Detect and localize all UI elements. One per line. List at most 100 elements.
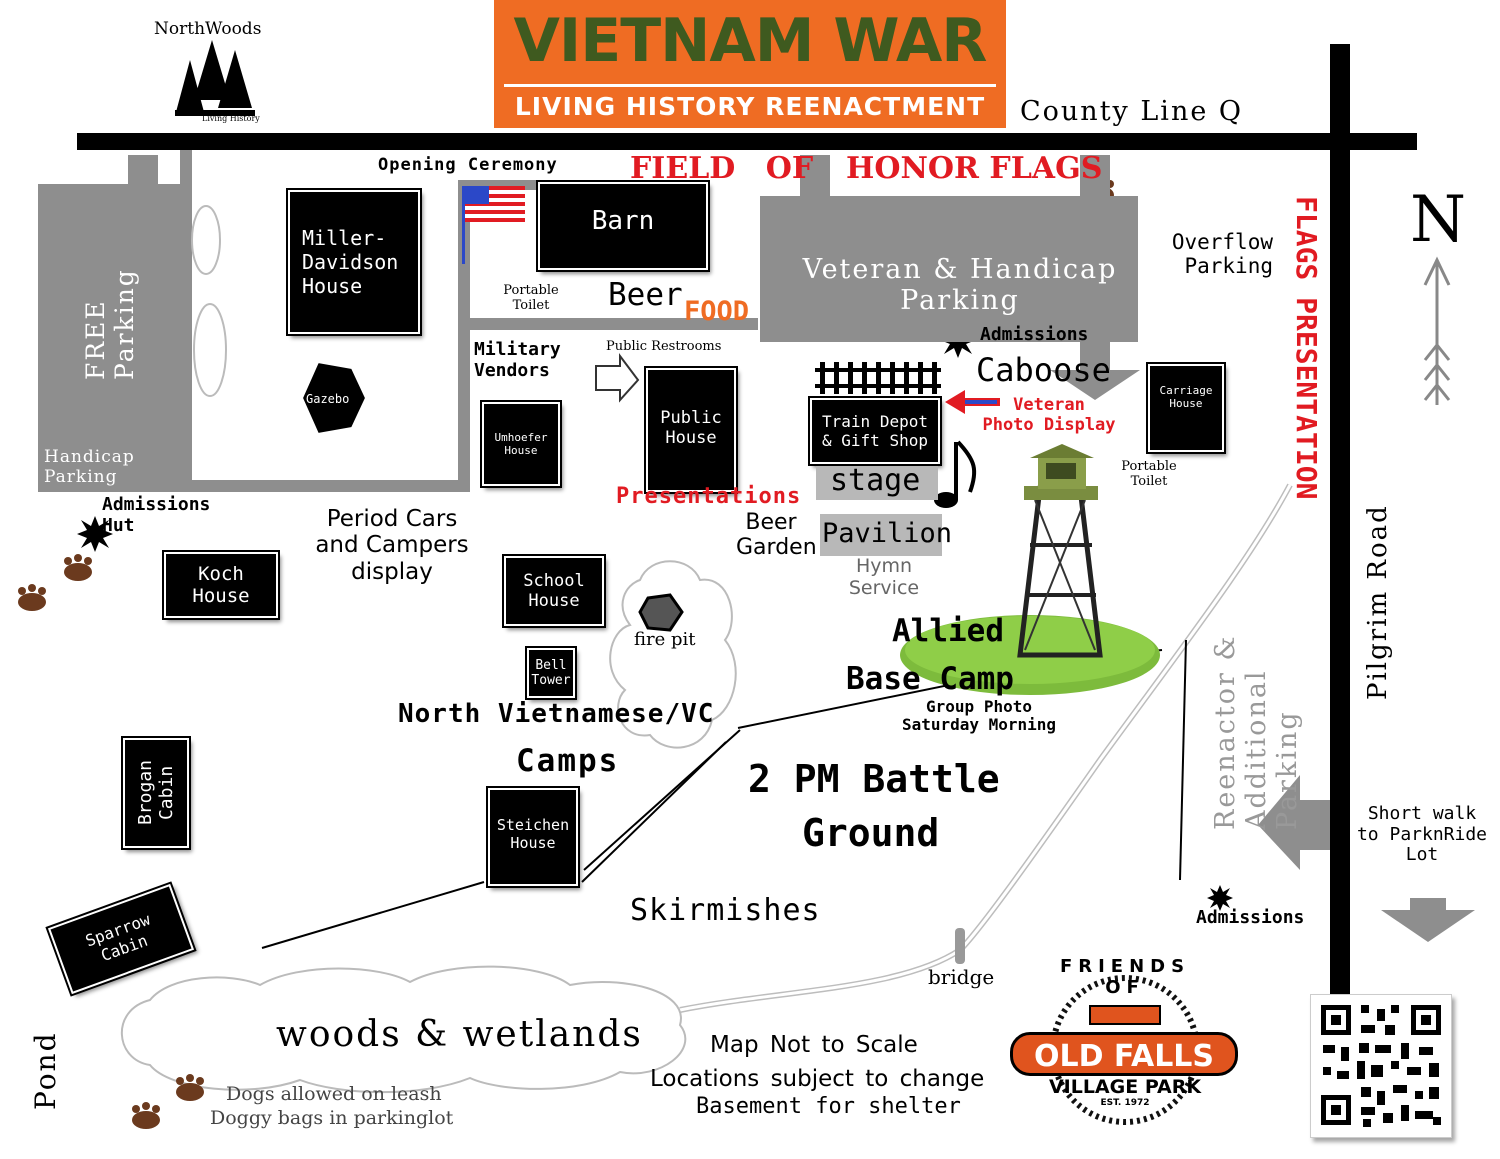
allied-label: Allied bbox=[892, 613, 1004, 649]
miller-davidson-house[interactable]: Miller- Davidson House bbox=[288, 190, 420, 334]
pond-label: Pond bbox=[29, 1031, 62, 1110]
stage-block bbox=[816, 466, 938, 500]
hymn-service-label: Hymn Service bbox=[848, 555, 920, 599]
logo-sub: VILLAGE PARK bbox=[1048, 1076, 1202, 1098]
steichen-house[interactable]: Steichen House bbox=[488, 788, 578, 886]
camps-label: Camps bbox=[516, 743, 620, 779]
public-house-label: Public House bbox=[660, 408, 722, 448]
overflow-parking-label: Overflow Parking bbox=[1171, 230, 1273, 279]
brogan-cabin[interactable]: Brogan Cabin bbox=[123, 738, 189, 848]
miller-davidson-label: Miller- Davidson House bbox=[302, 226, 399, 298]
handicap-parking-label: Handicap Parking bbox=[44, 447, 135, 487]
steichen-house-label: Steichen House bbox=[496, 816, 570, 852]
gazebo-label: Gazebo bbox=[306, 392, 350, 406]
overflow-arrow bbox=[1050, 340, 1140, 400]
admissions-hut-star-icon bbox=[77, 516, 113, 552]
flags-presentation-label: FLAGS PRESENTATION bbox=[1290, 196, 1324, 500]
presentations-label: Presentations bbox=[616, 484, 802, 509]
logo-arc-text: FRIENDS OF bbox=[1059, 956, 1191, 998]
banner-subtitle: LIVING HISTORY REENACTMENT bbox=[514, 92, 986, 121]
northwoods-logo-text: NorthWoods bbox=[154, 19, 262, 39]
bell-tower-label: Bell Tower bbox=[531, 658, 571, 688]
carriage-house[interactable]: Carriage House bbox=[1148, 364, 1224, 452]
school-house[interactable]: School House bbox=[504, 556, 604, 626]
veteran-photo-label: Veteran Photo Display bbox=[982, 395, 1116, 435]
carriage-house-label: Carriage House bbox=[1159, 384, 1213, 410]
subject-change-label: Locations subject to change bbox=[650, 1066, 985, 1092]
food-label: FOOD bbox=[684, 296, 750, 327]
sparrow-cabin-label: Sparrow Cabin bbox=[82, 909, 153, 966]
banner-title: VIETNAM WAR bbox=[513, 6, 987, 76]
reenactor-arrow bbox=[1258, 775, 1330, 870]
battle-ground-label-1: 2 PM Battle bbox=[748, 757, 1000, 801]
not-to-scale-label: Map Not to Scale bbox=[710, 1032, 918, 1058]
pavilion-label: Pavilion bbox=[822, 518, 953, 549]
logo-name: OLD FALLS bbox=[1010, 1032, 1238, 1076]
woods-cloud bbox=[120, 965, 687, 1094]
honor-flags-label: HONOR FLAGS bbox=[846, 151, 1103, 186]
admissions-label-2: Admissions bbox=[1196, 907, 1305, 928]
barn[interactable]: Barn bbox=[538, 182, 708, 270]
north-label: N bbox=[1410, 183, 1466, 257]
pavilion-block bbox=[820, 514, 942, 556]
train-depot-label: Train Depot & Gift Shop bbox=[822, 412, 928, 450]
admissions-star-icon-2 bbox=[1207, 885, 1233, 911]
short-walk-arrow bbox=[1381, 898, 1475, 942]
bridge-marker bbox=[955, 928, 965, 964]
bridge-label: bridge bbox=[928, 965, 995, 989]
logo-est: EST. 1972 bbox=[1100, 1098, 1150, 1108]
northwoods-trees-icon bbox=[175, 40, 255, 116]
koch-house[interactable]: Koch House bbox=[164, 552, 278, 618]
trail-path bbox=[679, 483, 1293, 1013]
county-line-label: County Line Q bbox=[1020, 96, 1244, 127]
portable-toilet-label-2: Portable Toilet bbox=[1121, 459, 1177, 489]
veteran-parking-lot bbox=[760, 196, 1138, 342]
admissions-label-1: Admissions bbox=[980, 324, 1089, 345]
caboose-label: Caboose bbox=[976, 351, 1111, 389]
barn-label: Barn bbox=[591, 206, 655, 236]
pilgrim-road-label: Pilgrim Road bbox=[1363, 504, 1393, 700]
dogs-label-1: Dogs allowed on leash bbox=[226, 1083, 442, 1105]
free-parking-lot bbox=[38, 184, 180, 492]
event-banner: VIETNAM WAR LIVING HISTORY REENACTMENT bbox=[494, 0, 1006, 128]
school-house-label: School House bbox=[523, 571, 585, 611]
period-cars-label: Period Cars and Campers display bbox=[315, 506, 469, 585]
fire-pit-cloud bbox=[609, 560, 737, 749]
opening-ceremony-label: Opening Ceremony bbox=[378, 155, 558, 175]
basement-shelter-label: Basement for shelter bbox=[696, 1094, 961, 1119]
north-arrow-icon bbox=[1423, 256, 1451, 405]
brogan-cabin-label: Brogan Cabin bbox=[135, 760, 177, 826]
koch-house-label: Koch House bbox=[192, 563, 250, 607]
public-restrooms-label: Public Restrooms bbox=[606, 339, 722, 354]
qr-code[interactable] bbox=[1310, 994, 1452, 1138]
battle-ground-label-2: Ground bbox=[802, 811, 940, 855]
nv-camps-label: North Vietnamese/VC bbox=[398, 699, 715, 729]
umhoefer-house[interactable]: Umhoefer House bbox=[482, 402, 560, 486]
reenactor-parking-label: Reenactor & Additional Parking bbox=[1210, 634, 1304, 830]
portable-toilet-label-1: Portable Toilet bbox=[503, 283, 559, 313]
military-vendors-label: Military Vendors bbox=[474, 339, 561, 381]
pilgrim-road bbox=[1330, 44, 1350, 994]
watchtower-icon bbox=[900, 444, 1160, 695]
woods-label: woods & wetlands bbox=[276, 1014, 643, 1055]
us-flag-icon bbox=[462, 186, 525, 264]
group-photo-label: Group Photo Saturday Morning bbox=[901, 697, 1057, 735]
field-of-label: FIELD OF bbox=[630, 151, 814, 186]
admissions-hut-label: Admissions Hut bbox=[102, 494, 211, 536]
stage-label: stage bbox=[830, 463, 921, 498]
public-house[interactable]: Public House bbox=[646, 368, 736, 492]
free-parking-label: FREE Parking bbox=[81, 268, 139, 380]
gazebo-shape bbox=[300, 360, 368, 436]
umhoefer-label: Umhoefer House bbox=[494, 431, 548, 457]
qr-code-pattern bbox=[1321, 1005, 1441, 1127]
base-camp-label: Base Camp bbox=[846, 661, 1014, 697]
music-note-icon bbox=[934, 440, 977, 508]
county-line-road bbox=[77, 133, 1417, 150]
bell-tower[interactable]: Bell Tower bbox=[527, 648, 575, 698]
short-walk-label: Short walk to ParknRide Lot bbox=[1356, 803, 1488, 866]
train-depot[interactable]: Train Depot & Gift Shop bbox=[810, 398, 940, 464]
fire-pit-label: fire pit bbox=[634, 629, 696, 650]
northwoods-logo-sub: Living History bbox=[202, 114, 260, 123]
dogs-label-2: Doggy bags in parkinglot bbox=[210, 1107, 454, 1129]
